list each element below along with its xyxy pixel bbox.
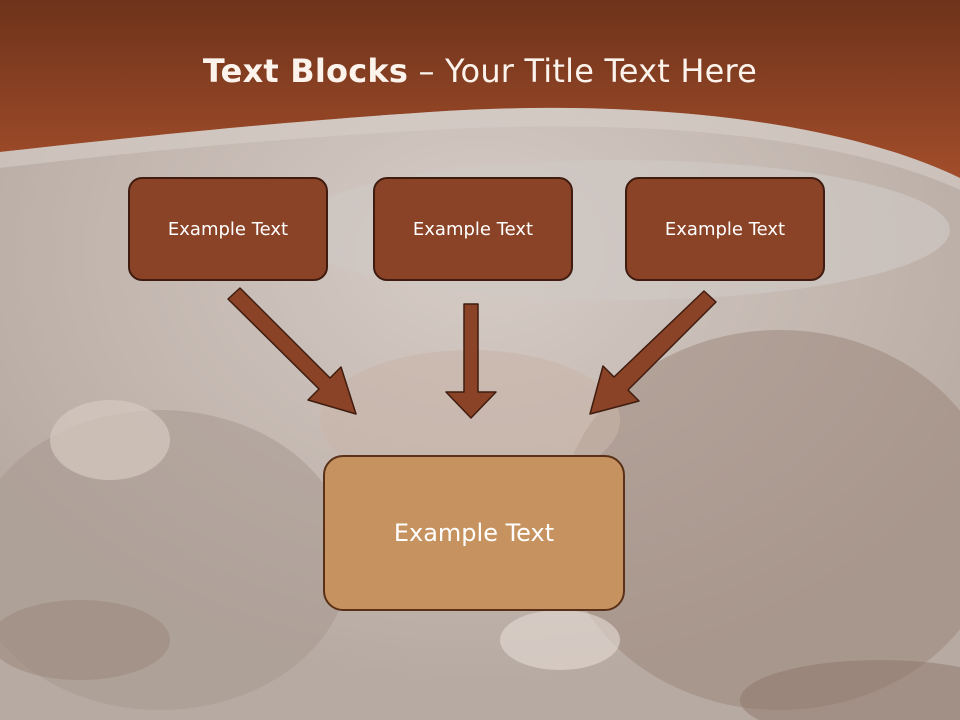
- top-box-center-label: Example Text: [412, 218, 534, 240]
- title-rest: – Your Title Text Here: [408, 52, 758, 90]
- title-bold: Text Blocks: [202, 52, 409, 90]
- top-box-right-label: Example Text: [664, 218, 786, 240]
- arrow-left-shape: [227, 287, 357, 415]
- slide-title: Text Blocks – Your Title Text Here: [0, 52, 960, 90]
- top-box-left-label: Example Text: [167, 218, 289, 240]
- top-box-left: Example Text: [128, 177, 328, 281]
- bottom-box-label: Example Text: [393, 519, 555, 547]
- arrow-center-shape: [445, 303, 497, 419]
- arrow-right-shape: [589, 290, 717, 415]
- top-box-center: Example Text: [373, 177, 573, 281]
- top-box-right: Example Text: [625, 177, 825, 281]
- bottom-box: Example Text: [323, 455, 625, 611]
